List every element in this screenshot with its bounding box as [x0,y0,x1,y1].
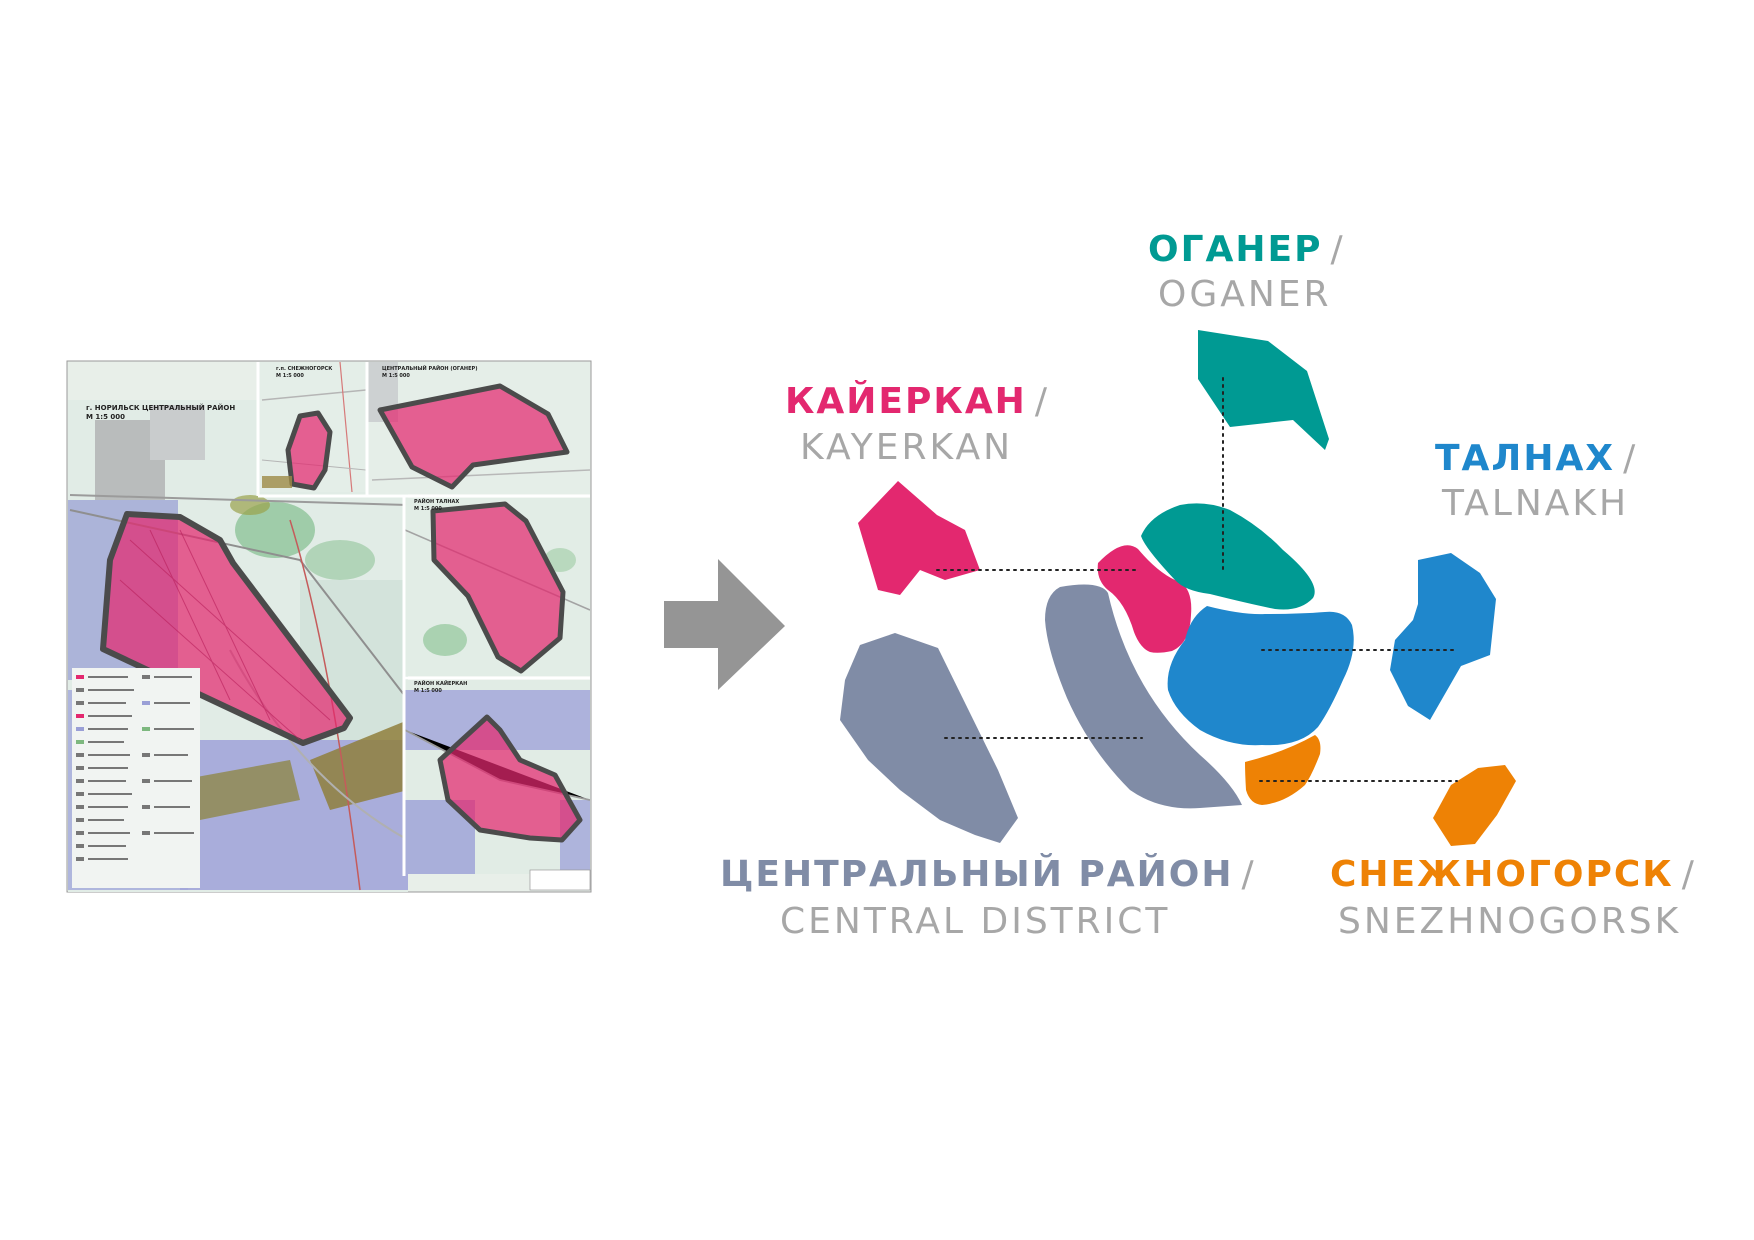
map-caption-snezhnogorsk: г.п. СНЕЖНОГОРСК [276,366,333,372]
shape-snezhnogorsk-assembled [1245,735,1321,805]
connector-lines [936,377,1458,782]
map-panel-kayerkan [405,680,590,874]
shape-oganer-assembled [1141,503,1315,610]
map-caption-talnakh: РАЙОН ТАЛНАХ [414,499,460,505]
shape-central-assembled [1045,584,1242,809]
label-oganer-ru: ОГАНЕР [1148,229,1323,270]
map-panel-snezhnogorsk [259,362,366,492]
label-kayerkan: КАЙЕРКАН/ [785,384,1047,420]
map-scale-kayerkan: М 1:5 000 [414,688,442,694]
map-scale-oganer: М 1:5 000 [382,373,410,379]
shape-talnakh-assembled [1167,606,1354,746]
shape-oganer-separated [1198,330,1329,450]
map-outline-talnakh [430,501,566,674]
shape-kayerkan-assembled [1097,545,1192,653]
map-scale-talnakh: М 1:5 000 [414,506,442,512]
map-outline-oganer [377,383,570,490]
label-snezhnogorsk-ru: СНЕЖНОГОРСК [1330,854,1674,895]
label-central: ЦЕНТРАЛЬНЫЙ РАЙОН/ [720,857,1254,893]
label-oganer-slash: / [1330,229,1343,270]
map-outline-kayerkan [437,714,583,843]
map-panel-main [68,400,408,892]
label-talnakh-ru: ТАЛНАХ [1435,438,1616,479]
label-oganer: ОГАНЕР/ [1148,232,1343,268]
label-talnakh-en: TALNAKH [1442,483,1630,524]
map-scale-main: М 1:5 000 [86,413,125,421]
label-kayerkan-slash: / [1034,381,1047,422]
shape-kayerkan-separated [858,481,980,595]
map-scale-snezhnogorsk: М 1:5 000 [276,373,304,379]
shape-snezhnogorsk-separated [1433,765,1516,846]
map-caption-oganer: ЦЕНТРАЛЬНЫЙ РАЙОН (ОГАНЕР) [382,366,478,372]
label-talnakh: ТАЛНАХ/ [1435,441,1635,477]
label-central-slash: / [1241,854,1254,895]
map-panel-talnakh [405,498,590,676]
label-snezhnogorsk-en: SNEZHNOGORSK [1338,901,1682,942]
map-legend [72,668,200,888]
label-snezhnogorsk-slash: / [1681,854,1694,895]
label-talnakh-slash: / [1623,438,1636,479]
map-outline-snezhnogorsk [285,410,333,491]
shape-central-separated [840,633,1018,843]
map-panel-oganer [368,362,590,494]
label-central-en: CENTRAL DISTRICT [780,901,1171,942]
label-central-ru: ЦЕНТРАЛЬНЫЙ РАЙОН [720,854,1234,895]
label-snezhnogorsk: СНЕЖНОГОРСК/ [1330,857,1694,893]
label-oganer-en: OGANER [1158,274,1332,315]
label-kayerkan-ru: КАЙЕРКАН [785,381,1027,422]
map-caption-kayerkan: РАЙОН КАЙЕРКАН [414,681,468,687]
map-caption-main: г. НОРИЛЬСК ЦЕНТРАЛЬНЫЙ РАЙОН [86,404,236,412]
map-title-block [529,869,591,891]
shape-talnakh-separated [1390,553,1496,720]
label-kayerkan-en: KAYERKAN [800,427,1014,468]
